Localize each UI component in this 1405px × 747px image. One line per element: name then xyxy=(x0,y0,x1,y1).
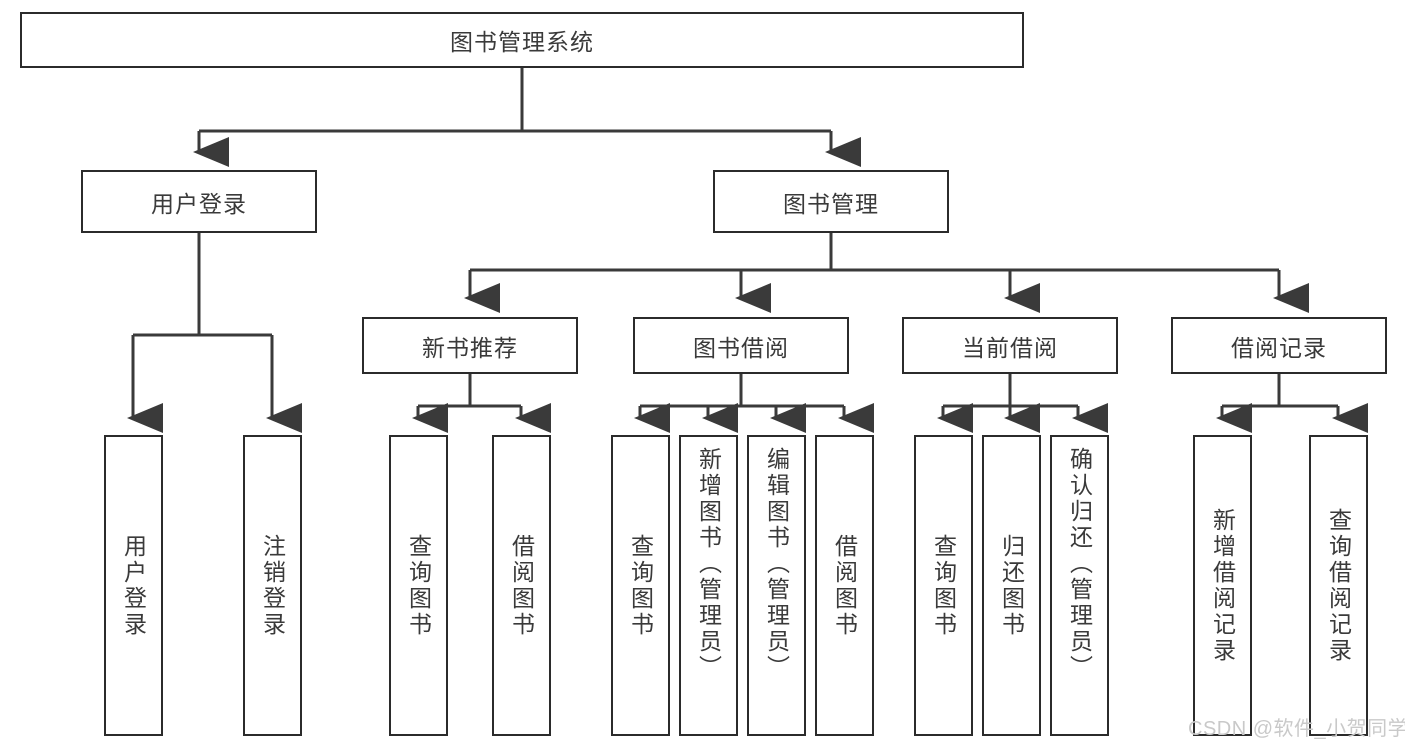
node-user-login[interactable]: 用户登录 xyxy=(81,170,317,233)
node-leaf-query-borrow-record[interactable]: 查询借阅记录 xyxy=(1309,435,1368,736)
node-leaf-edit-book[interactable]: 编辑图书（管理员） xyxy=(747,435,806,736)
node-leaf-logout-login[interactable]: 注销登录 xyxy=(243,435,302,736)
node-leaf-borrow-book-2[interactable]: 借阅图书 xyxy=(815,435,874,736)
node-book-manage[interactable]: 图书管理 xyxy=(713,170,949,233)
node-leaf-borrow-book-1[interactable]: 借阅图书 xyxy=(492,435,551,736)
node-leaf-add-borrow-record[interactable]: 新增借阅记录 xyxy=(1193,435,1252,736)
node-label: 新增借阅记录 xyxy=(1209,507,1236,664)
node-label: 查询图书 xyxy=(627,533,654,638)
watermark-text: CSDN @软件_小贺同学 xyxy=(1188,718,1405,740)
node-label: 确认归还（管理员） xyxy=(1066,447,1093,681)
node-label: 新书推荐 xyxy=(422,334,518,361)
node-label: 借阅图书 xyxy=(508,533,535,638)
node-current-borrow[interactable]: 当前借阅 xyxy=(902,317,1118,374)
node-leaf-query-book-3[interactable]: 查询图书 xyxy=(914,435,973,736)
node-book-borrow[interactable]: 图书借阅 xyxy=(633,317,849,374)
node-leaf-confirm-return[interactable]: 确认归还（管理员） xyxy=(1050,435,1109,736)
node-leaf-return-book[interactable]: 归还图书 xyxy=(982,435,1041,736)
node-root-system[interactable]: 图书管理系统 xyxy=(20,12,1024,68)
node-leaf-user-login[interactable]: 用户登录 xyxy=(104,435,163,736)
node-label: 查询图书 xyxy=(930,533,957,638)
node-label: 查询图书 xyxy=(405,533,432,638)
node-new-book-recommend[interactable]: 新书推荐 xyxy=(362,317,578,374)
node-label: 编辑图书（管理员） xyxy=(763,447,790,681)
node-leaf-add-book[interactable]: 新增图书（管理员） xyxy=(679,435,738,736)
node-label: 归还图书 xyxy=(998,533,1025,638)
node-label: 用户登录 xyxy=(120,533,147,638)
node-label: 借阅图书 xyxy=(831,533,858,638)
node-label: 图书管理系统 xyxy=(450,29,594,55)
node-label: 用户登录 xyxy=(151,190,247,217)
node-leaf-query-book-1[interactable]: 查询图书 xyxy=(389,435,448,736)
node-label: 新增图书（管理员） xyxy=(695,447,722,681)
node-label: 借阅记录 xyxy=(1231,334,1327,361)
node-borrow-record[interactable]: 借阅记录 xyxy=(1171,317,1387,374)
node-label: 查询借阅记录 xyxy=(1325,507,1352,664)
node-label: 注销登录 xyxy=(259,533,286,638)
node-leaf-query-book-2[interactable]: 查询图书 xyxy=(611,435,670,736)
node-label: 图书借阅 xyxy=(693,334,789,361)
node-label: 当前借阅 xyxy=(962,334,1058,361)
node-label: 图书管理 xyxy=(783,190,879,217)
